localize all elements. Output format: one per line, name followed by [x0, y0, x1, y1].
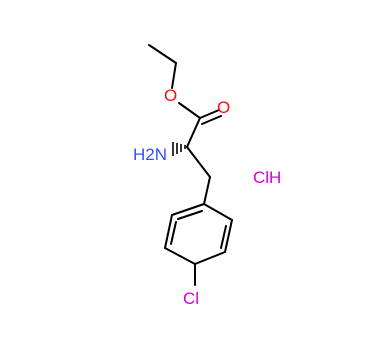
- bond-carbonyl-alpha: [186, 117, 201, 148]
- ring-inner-bond-top: [177, 210, 203, 220]
- bonds: [148, 44, 233, 286]
- ring-chlorine-label: Cl: [183, 289, 199, 308]
- bond-carbonyl-double-2: [201, 115, 222, 125]
- bond-methylene-oxygen: [171, 62, 177, 89]
- ring-inner-bond-left: [170, 221, 177, 245]
- bond-alpha-beta: [186, 146, 211, 178]
- ring-bond-left: [164, 214, 173, 249]
- ring-bond-right: [224, 219, 233, 253]
- stereo-hash-bond: [172, 142, 186, 156]
- bond-oxygen-carbonyl-carbon: [178, 102, 201, 119]
- amine-label: H2N: [133, 145, 167, 164]
- ring-bond-bottom-left: [164, 247, 196, 265]
- bond-methyl-methylene: [148, 44, 177, 64]
- hydrochloride-label: ClH: [253, 168, 281, 187]
- ring-bond-bottom-right: [194, 251, 226, 265]
- ring-bond-top-right: [203, 203, 233, 221]
- bond-carbonyl-double-1: [199, 109, 220, 119]
- carbonyl-oxygen-label: O: [217, 98, 230, 117]
- ester-oxygen-label: O: [164, 86, 177, 105]
- bond-beta-ring: [203, 176, 211, 205]
- ring-inner-bond-right: [220, 225, 227, 249]
- ring-bond-top-left: [171, 203, 205, 216]
